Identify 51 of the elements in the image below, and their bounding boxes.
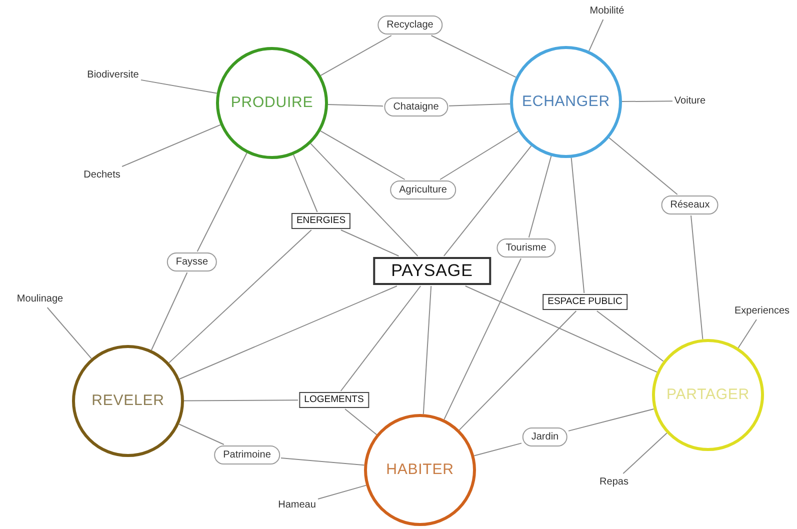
connector-line	[622, 100, 673, 102]
connector-line	[327, 104, 384, 107]
connector-line	[464, 286, 658, 373]
connector-line	[320, 35, 392, 76]
connector-line	[608, 137, 678, 195]
connector-line	[588, 19, 604, 52]
keyword-pill: Recyclage	[378, 16, 442, 34]
connector-line	[320, 130, 406, 180]
connector-line	[458, 310, 577, 431]
connector-line	[178, 424, 224, 445]
connector-line	[528, 156, 552, 238]
keyword-box: ESPACE PUBLIC	[542, 294, 628, 310]
connector-line	[46, 307, 92, 360]
connector-line	[196, 152, 248, 252]
connector-line	[422, 286, 432, 415]
connector-line	[340, 286, 422, 392]
keyword-pill: Jardin	[522, 428, 568, 446]
connector-line	[122, 124, 221, 167]
connector-line	[140, 79, 218, 94]
connector-line	[292, 154, 318, 212]
keyword-pill: Réseaux	[661, 196, 719, 214]
connector-line	[738, 319, 758, 348]
central-box: PAYSAGE	[373, 257, 491, 285]
connector-line	[430, 35, 516, 78]
keyword-pill: Tourisme	[496, 238, 556, 258]
keyword-box: LOGEMENTS	[299, 392, 369, 408]
connector-line	[179, 286, 398, 380]
keyword-pill: Chataigne	[384, 98, 448, 116]
connector-line	[570, 157, 585, 294]
keyword-pill: Patrimoine	[214, 446, 280, 464]
connector-line	[280, 457, 365, 466]
connector-line	[184, 400, 298, 402]
connector-line	[168, 230, 312, 364]
keyword-pill: Faysse	[166, 252, 218, 272]
connector-line	[448, 103, 511, 106]
keyword-label: Repas	[598, 474, 630, 490]
keyword-label: Experiences	[733, 304, 791, 318]
connector-line	[344, 408, 378, 436]
connector-line	[444, 258, 522, 420]
connector-line	[440, 130, 519, 180]
keyword-pill: Agriculture	[390, 180, 456, 200]
connector-line	[150, 272, 188, 351]
connector-line	[622, 432, 668, 474]
connector-line	[596, 310, 664, 362]
connector-line	[690, 215, 704, 340]
keyword-label: Moulinage	[16, 292, 64, 306]
connector-line	[340, 230, 400, 256]
keyword-box: ENERGIES	[291, 213, 351, 229]
connector-line	[568, 408, 654, 432]
connector-line	[310, 143, 418, 256]
connector-line	[443, 145, 532, 256]
